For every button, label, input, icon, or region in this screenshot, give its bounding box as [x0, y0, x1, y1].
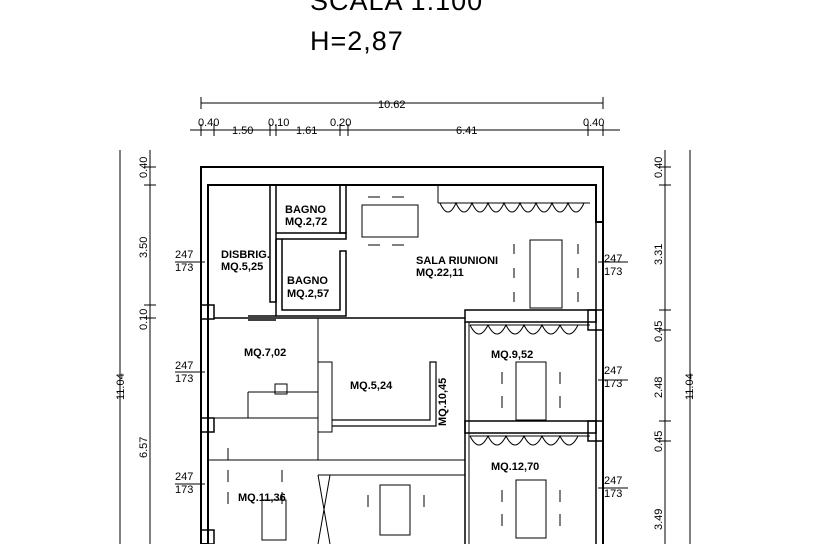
table [361, 204, 419, 238]
partition [317, 361, 333, 433]
dim-left-d: 6.57 [138, 437, 150, 458]
dim-top-4: 1.61 [296, 125, 317, 137]
dim-top-2: 1.50 [232, 125, 253, 137]
room-name-disbrig: DISBRIG. [221, 249, 270, 261]
dim-top-6: 6.41 [456, 125, 477, 137]
window-bottom-label: 173 [604, 488, 622, 500]
cabinet [274, 383, 288, 395]
window-top-label: 247 [175, 249, 193, 261]
room-name-bagno-2: BAGNO [287, 275, 328, 287]
window-bottom-label: 173 [175, 373, 193, 385]
dim-left-a: 0.40 [138, 157, 150, 178]
dim-right-a: 0.40 [653, 157, 665, 178]
pillar [587, 420, 604, 442]
desk [515, 479, 547, 539]
room-area-952: MQ.9,52 [491, 349, 533, 361]
window-top-label: 247 [175, 471, 193, 483]
dim-right-b: 3.31 [653, 244, 665, 265]
dim-right-c: 0.45 [653, 321, 665, 342]
room-area-disbrig: MQ.5,25 [221, 261, 263, 273]
dim-left-c: 0.10 [138, 309, 150, 330]
room-name-sala-riunioni: SALA RIUNIONI [416, 255, 498, 267]
window-top-label: 247 [175, 360, 193, 372]
room-area-1270: MQ.12,70 [491, 461, 539, 473]
partition [332, 361, 437, 427]
dim-total-width: 10.62 [378, 99, 406, 111]
dim-top-5: 0.20 [330, 117, 351, 129]
bathroom-walls [275, 239, 347, 317]
height-label: H=2,87 [310, 26, 404, 56]
pillar [587, 309, 604, 331]
window-bottom-label: 173 [175, 262, 193, 274]
curtain-arcs-mid [469, 323, 590, 335]
pillar [200, 304, 215, 320]
dim-top-7: 0.40 [583, 117, 604, 129]
window-bottom-label: 173 [604, 266, 622, 278]
room-area-524: MQ.5,24 [350, 380, 393, 392]
window-bottom-label: 173 [175, 484, 193, 496]
room-area-bagno-2: MQ.2,57 [287, 288, 329, 300]
room-area-1136: MQ.11,36 [238, 492, 286, 504]
dim-right-d: 2.48 [653, 377, 665, 398]
curtain-arcs-top [437, 185, 590, 213]
scale-label: SCALA 1:100 [310, 0, 484, 16]
dim-top-3: 0.10 [268, 117, 289, 129]
dim-left-total: 11.04 [115, 373, 127, 400]
curtain-arcs-low [469, 434, 590, 446]
pillar [200, 417, 215, 433]
glass-wall [464, 420, 597, 434]
table [529, 239, 563, 309]
window-top-label: 247 [604, 475, 622, 487]
glass-wall [464, 309, 597, 323]
dim-left-b: 3.50 [138, 237, 150, 258]
pillar [200, 529, 215, 544]
room-area-1045: MQ.10,45 [437, 378, 449, 426]
dim-right-f: 3.49 [653, 509, 665, 530]
desk [515, 361, 547, 421]
desk [379, 484, 411, 536]
bathroom-walls [276, 232, 347, 240]
dim-top-1: 0.40 [198, 117, 219, 129]
room-area-702: MQ.7,02 [244, 347, 286, 359]
window-top-label: 247 [604, 365, 622, 377]
bathroom-walls [269, 184, 277, 303]
window-top-label: 247 [604, 253, 622, 265]
window-bottom-label: 173 [604, 378, 622, 390]
desk [261, 499, 287, 541]
room-area-sala-riunioni: MQ.22,11 [416, 267, 464, 279]
outer-wall [200, 166, 604, 544]
room-name-bagno-1: BAGNO [285, 204, 326, 216]
dim-right-e: 0.45 [653, 431, 665, 452]
room-area-bagno-1: MQ.2,72 [285, 216, 327, 228]
dim-right-total: 11.04 [684, 373, 696, 400]
